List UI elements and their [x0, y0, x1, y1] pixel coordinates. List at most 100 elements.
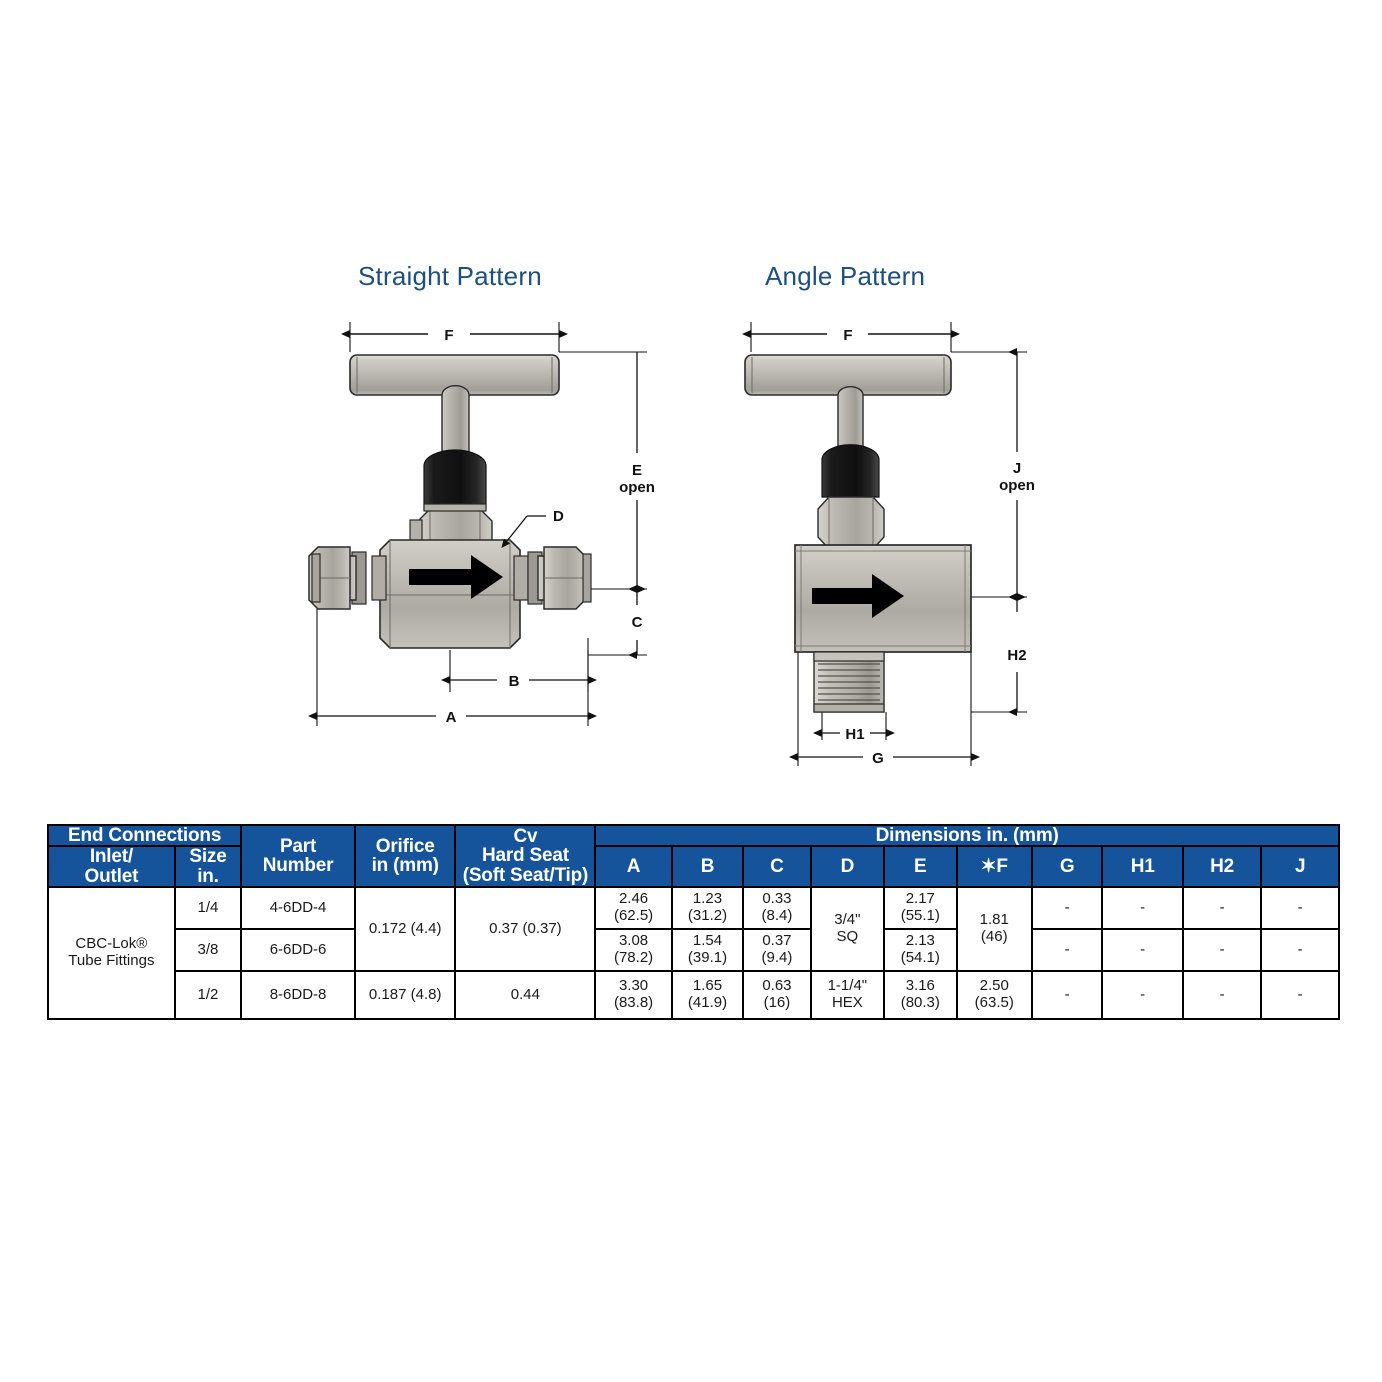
header-part-line2: Number — [262, 855, 334, 877]
cell-d-r1-size: 3/4" — [834, 911, 861, 929]
dim-label-j-open-angle: open — [999, 477, 1035, 494]
cell-h2-r2: - — [1181, 928, 1263, 973]
dim-line-j-angle: J open — [999, 348, 1035, 601]
dim-line-h1-angle: H1 — [813, 726, 895, 743]
cell-a-r1: 2.46 (62.5) — [594, 886, 673, 931]
header-orifice: Orifice in (mm) — [353, 823, 457, 889]
cell-c-r2-in: 0.37 — [762, 932, 792, 950]
straight-pattern-title: Straight Pattern — [358, 261, 542, 291]
header-inlet-line1: Inlet/ — [89, 846, 133, 868]
header-dim-j: J — [1260, 845, 1340, 889]
cell-part-number-r3: 8-6DD-8 — [240, 970, 356, 1021]
header-dim-f: ✶F — [955, 845, 1033, 889]
dim-line-a-straight: A — [308, 709, 597, 726]
specifications-table-wrap: End Connections Part Number Orifice in (… — [46, 823, 1340, 1021]
dim-leader-d-straight: D — [501, 508, 564, 549]
header-cv: Cv Hard Seat (Soft Seat/Tip) — [454, 823, 597, 889]
cell-a-r2-mm: (78.2) — [613, 949, 654, 967]
cell-c-r1: 0.33 (8.4) — [742, 886, 812, 931]
cell-a-r2-in: 3.08 — [618, 932, 649, 950]
cell-h1-r3: - — [1101, 970, 1184, 1021]
header-dim-h2: H2 — [1181, 845, 1263, 889]
tube-fitting-left-straight — [308, 546, 367, 610]
header-part-number: Part Number — [240, 823, 356, 889]
cell-c-r3-in: 0.63 — [762, 977, 792, 995]
cell-end-connection-group: CBC-Lok® Tube Fittings — [47, 886, 176, 1021]
dim-label-d-straight: D — [553, 508, 564, 525]
cell-d-r3-type: HEX — [831, 994, 863, 1012]
cell-part-number-r2: 6-6DD-6 — [240, 928, 356, 973]
cell-j-r2: - — [1260, 928, 1340, 973]
flow-arrow-angle — [812, 574, 904, 618]
table-header-row-2: Inlet/ Outlet Size in. A B C D E ✶F G H1… — [47, 845, 1340, 889]
knob-straight — [423, 449, 487, 510]
cell-cv-r3: 0.44 — [454, 970, 597, 1021]
cell-e-r3: 3.16 (80.3) — [883, 970, 958, 1021]
cell-f-r1-in: 1.81 — [979, 911, 1009, 929]
cell-e-r2-in: 2.13 — [905, 932, 935, 950]
header-dim-d: D — [809, 845, 886, 889]
dim-line-e-straight: E open — [619, 352, 655, 593]
header-dim-e: E — [883, 845, 958, 889]
cell-a-r3: 3.30 (83.8) — [594, 970, 673, 1021]
dim-label-g-angle: G — [872, 750, 884, 767]
header-cv-line1: Cv — [513, 826, 538, 847]
cell-j-r3: - — [1260, 970, 1340, 1021]
cell-f-r1: 1.81 (46) — [955, 886, 1033, 973]
flow-arrow-straight — [409, 555, 503, 599]
cell-cv-r1: 0.37 (0.37) — [454, 886, 597, 973]
header-cv-line3: (Soft Seat/Tip) — [462, 864, 589, 886]
dim-label-c-straight: C — [632, 614, 643, 631]
cell-d-r1: 3/4" SQ — [809, 886, 886, 973]
cell-a-r1-in: 2.46 — [618, 890, 649, 908]
knob-angle — [821, 444, 880, 498]
dim-label-j-angle: J — [1013, 460, 1021, 477]
valve-stem-angle — [837, 385, 864, 452]
dim-line-c-straight: C — [628, 585, 646, 659]
cell-g-r1: - — [1030, 886, 1104, 931]
header-part-line1: Part — [279, 835, 317, 857]
cell-orifice-r3: 0.187 (4.8) — [353, 970, 457, 1021]
cell-c-r2: 0.37 (9.4) — [742, 928, 812, 973]
cell-d-r1-type: SQ — [836, 928, 859, 946]
header-dim-c: C — [742, 845, 812, 889]
cell-part-number-r1: 4-6DD-4 — [240, 886, 356, 931]
cell-a-r2: 3.08 (78.2) — [594, 928, 673, 973]
cell-h2-r1: - — [1181, 886, 1263, 931]
header-inlet-outlet: Inlet/ Outlet — [47, 845, 176, 889]
cell-c-r3: 0.63 (16) — [742, 970, 812, 1021]
figures-panel: Straight Pattern Angle Pattern — [308, 261, 1035, 767]
cell-g-r3: - — [1030, 970, 1104, 1021]
header-cv-line2: Hard Seat — [481, 845, 569, 867]
cell-c-r1-in: 0.33 — [762, 890, 792, 908]
cell-a-r1-mm: (62.5) — [613, 907, 654, 925]
header-size-line1: Size — [189, 846, 227, 868]
cell-e-r3-mm: (80.3) — [900, 994, 940, 1012]
cell-f-r1-mm: (46) — [980, 928, 1008, 946]
cell-c-r3-mm: (16) — [763, 994, 791, 1012]
table-header-row-1: End Connections Part Number Orifice in (… — [46, 823, 1340, 889]
dim-line-f-straight: F — [341, 327, 568, 344]
cell-b-r1-in: 1.23 — [692, 890, 723, 908]
cell-h2-r3: - — [1181, 970, 1263, 1021]
cell-f-r3-in: 2.50 — [979, 977, 1009, 995]
cell-h1-r2: - — [1101, 928, 1184, 973]
valve-body-straight — [379, 539, 521, 649]
cell-b-r1: 1.23 (31.2) — [670, 886, 745, 931]
table-row: 3/8 6-6DD-6 3.08 (78.2) 1.54 (39.1) 0.37… — [48, 928, 1340, 973]
dim-label-e-straight: E — [632, 462, 642, 479]
dim-line-h2-angle: H2 — [1007, 593, 1027, 716]
cell-b-r3-mm: (41.9) — [687, 994, 728, 1012]
dim-label-f-straight: F — [444, 327, 453, 344]
straight-pattern-drawing: F — [308, 322, 655, 726]
cell-e-r1-in: 2.17 — [905, 890, 935, 908]
header-dim-b: B — [670, 845, 745, 889]
dim-line-f-angle: F — [742, 327, 960, 344]
cell-size-r1: 1/4 — [173, 886, 243, 931]
cell-e-r2: 2.13 (54.1) — [883, 928, 958, 973]
dim-line-b-straight: B — [441, 673, 597, 690]
header-dim-h1: H1 — [1101, 845, 1184, 889]
cell-size-r3: 1/2 — [173, 970, 243, 1021]
dim-label-f-angle: F — [843, 327, 852, 344]
cell-orifice-r1: 0.172 (4.4) — [353, 886, 457, 973]
